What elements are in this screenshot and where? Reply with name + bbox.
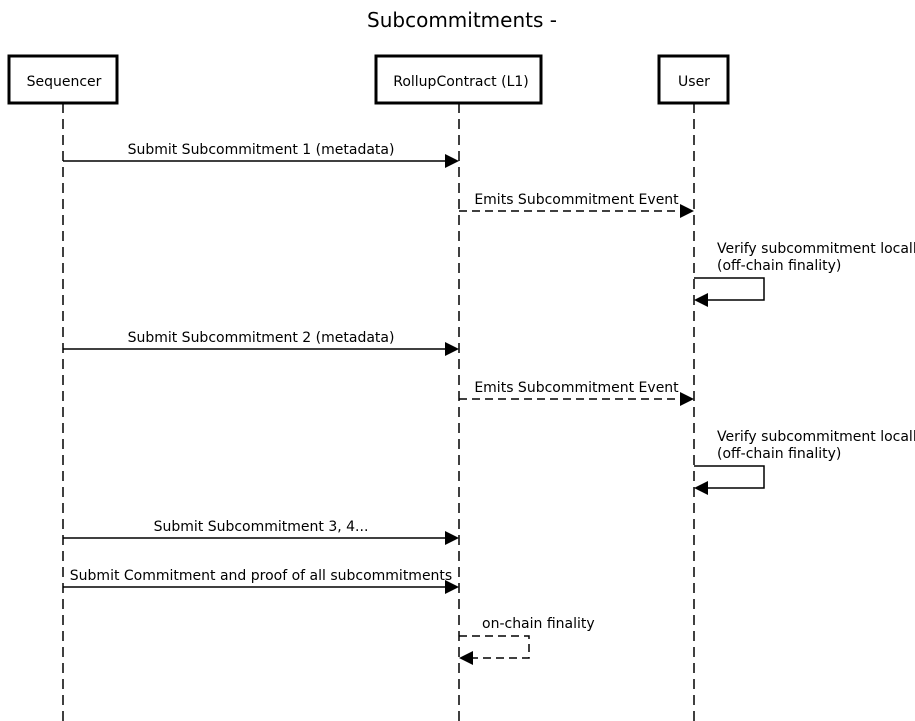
message: Verify subcommitment locally(off-chain f… xyxy=(694,241,915,307)
message-arrowhead xyxy=(680,204,694,218)
message: Submit Subcommitment 3, 4... xyxy=(63,519,459,545)
actor-user: User xyxy=(657,54,730,721)
message: Emits Subcommitment Event xyxy=(459,192,694,218)
message-arrowhead xyxy=(445,531,459,545)
diagram-title: Subcommitments - xyxy=(367,8,557,32)
message-arrowhead xyxy=(445,580,459,594)
message-label: (off-chain finality) xyxy=(717,446,841,462)
message-label: Submit Subcommitment 3, 4... xyxy=(154,519,369,535)
message-arrowhead xyxy=(445,342,459,356)
actor-rollup-contract: RollupContract (L1) xyxy=(374,54,543,721)
actor-sequencer: Sequencer xyxy=(7,54,119,721)
message-label: Emits Subcommitment Event xyxy=(474,380,679,396)
message-arrowhead xyxy=(694,293,708,307)
actor-label: RollupContract (L1) xyxy=(393,74,529,90)
message-label: Emits Subcommitment Event xyxy=(474,192,679,208)
message: on-chain finality xyxy=(459,616,595,665)
messages: Submit Subcommitment 1 (metadata) Emits S… xyxy=(63,142,915,665)
message-arrowhead xyxy=(445,154,459,168)
message-label: Submit Subcommitment 1 (metadata) xyxy=(128,142,395,158)
message: Verify subcommitment locally(off-chain f… xyxy=(694,429,915,495)
self-message-line xyxy=(459,635,530,659)
actor-label: Sequencer xyxy=(27,74,102,90)
message: Submit Subcommitment 2 (metadata) xyxy=(63,330,459,356)
message-label: Submit Commitment and proof of all subco… xyxy=(70,568,452,584)
self-message-line xyxy=(694,277,765,301)
message-label: on-chain finality xyxy=(482,616,595,632)
message: Submit Commitment and proof of all subco… xyxy=(63,568,459,594)
message-arrowhead xyxy=(680,392,694,406)
message: Submit Subcommitment 1 (metadata) xyxy=(63,142,459,168)
actor-label: User xyxy=(678,74,710,90)
message-label: Verify subcommitment locally xyxy=(717,241,915,257)
message-label: (off-chain finality) xyxy=(717,258,841,274)
message-label: Submit Subcommitment 2 (metadata) xyxy=(128,330,395,346)
message: Emits Subcommitment Event xyxy=(459,380,694,406)
actor-box xyxy=(374,54,543,105)
message-label: Verify subcommitment locally xyxy=(717,429,915,445)
message-arrowhead xyxy=(694,481,708,495)
self-message-line xyxy=(694,465,765,489)
message-arrowhead xyxy=(459,651,473,665)
